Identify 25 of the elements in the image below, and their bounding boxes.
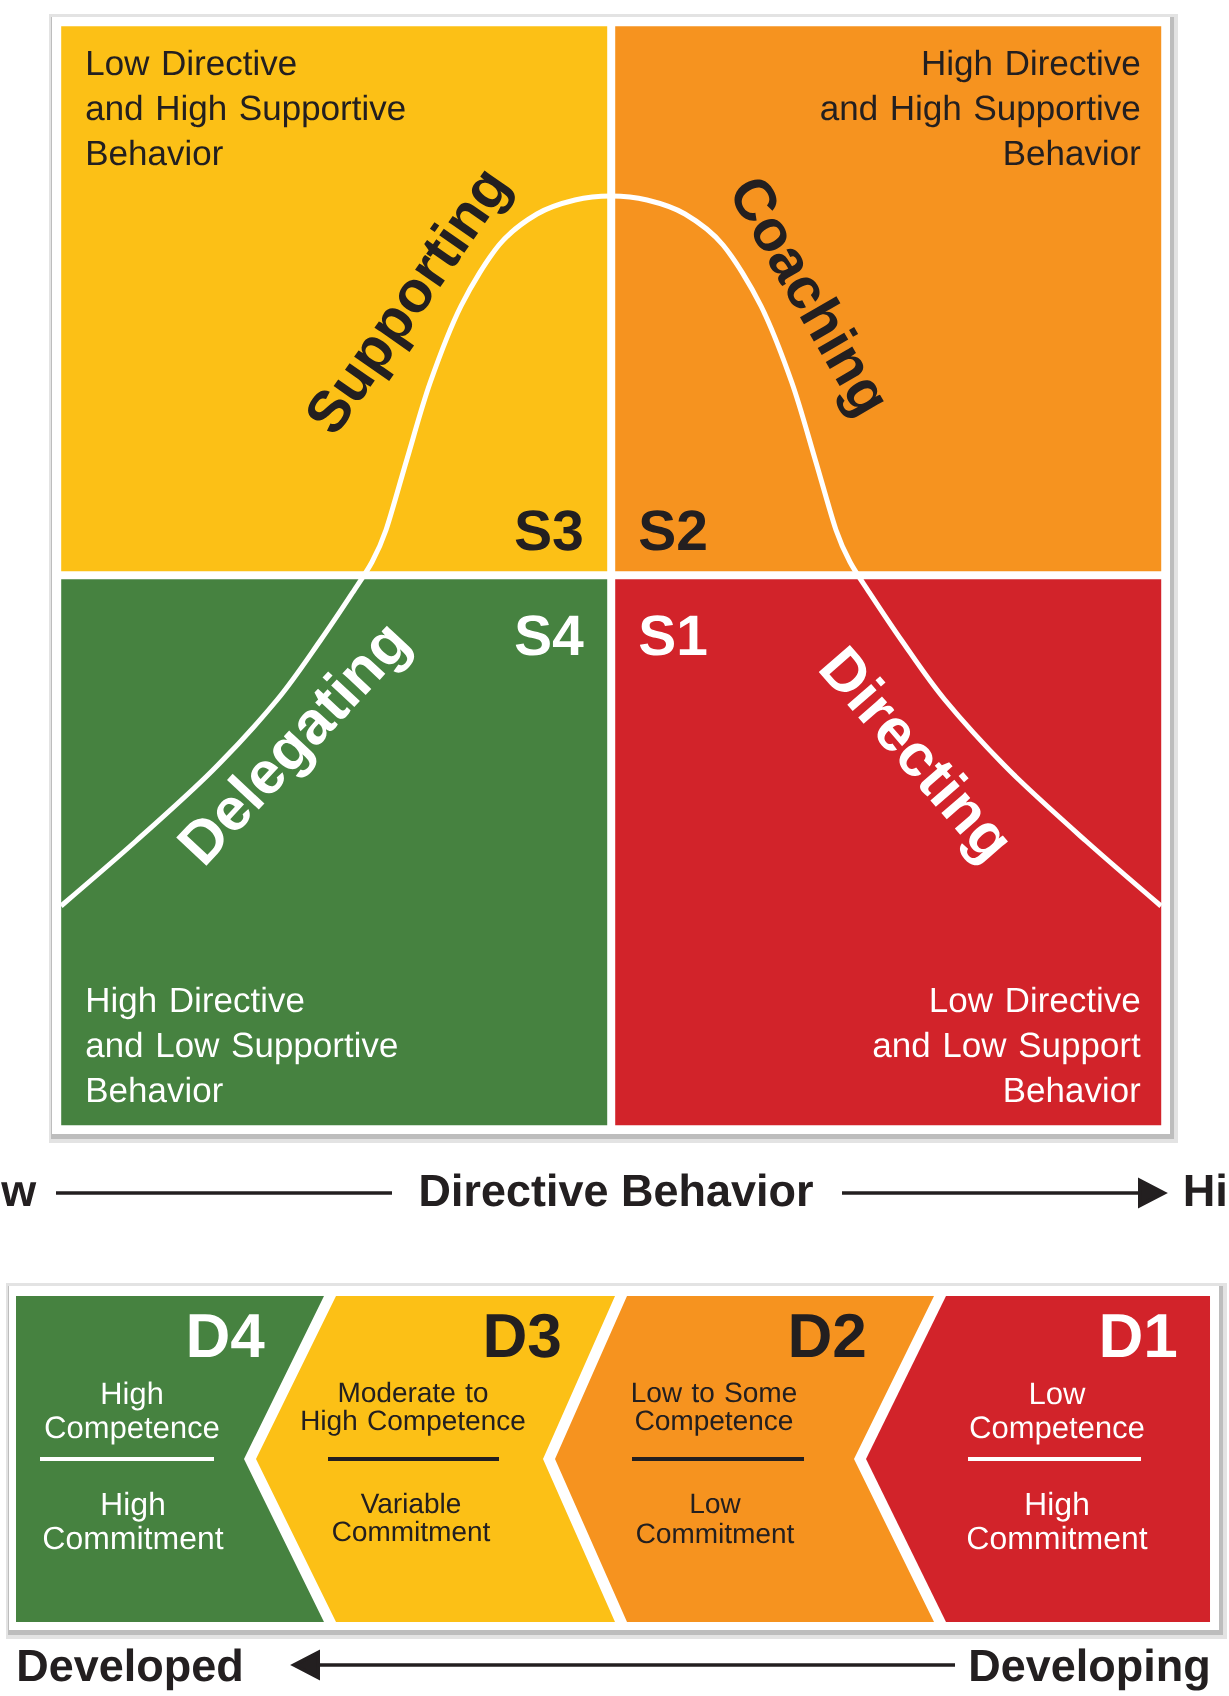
axis-label: Developing xyxy=(971,1648,1208,1691)
style-code: S4 xyxy=(515,615,584,656)
axis-label: Developed xyxy=(19,1648,241,1691)
style-code: S3 xyxy=(515,510,582,551)
description-text: Moderate to High Competence xyxy=(302,1381,525,1436)
description-text: Low Commitment xyxy=(637,1493,795,1544)
level-code: D1 xyxy=(1102,1314,1177,1357)
axis-label: Hi xyxy=(1185,1173,1225,1206)
description-text: Variable Commitment xyxy=(333,1492,491,1542)
axis-label: Directive Behavior xyxy=(421,1173,813,1207)
description-text: Low Competence xyxy=(970,1382,1144,1445)
description-text: High Commitment xyxy=(967,1491,1148,1550)
description-text: Low to Some Competence xyxy=(633,1382,796,1436)
description-text: High Competence xyxy=(45,1381,219,1445)
level-code: D2 xyxy=(791,1313,865,1357)
description-text: High Directive and High Supportive Behavior xyxy=(821,49,1141,166)
description-text: Low Directive and Low Support Behavior xyxy=(873,986,1141,1103)
level-code: D4 xyxy=(189,1314,265,1357)
description-text: Low Directive and High Supportive Behavior xyxy=(86,49,405,166)
style-code: S1 xyxy=(639,615,707,656)
description-text: High Directive and Low Supportive Behavior xyxy=(86,986,397,1103)
level-code: D3 xyxy=(486,1313,560,1358)
description-text: High Commitment xyxy=(43,1491,224,1550)
style-code: S2 xyxy=(639,510,706,551)
axis-label: w xyxy=(1,1182,37,1206)
